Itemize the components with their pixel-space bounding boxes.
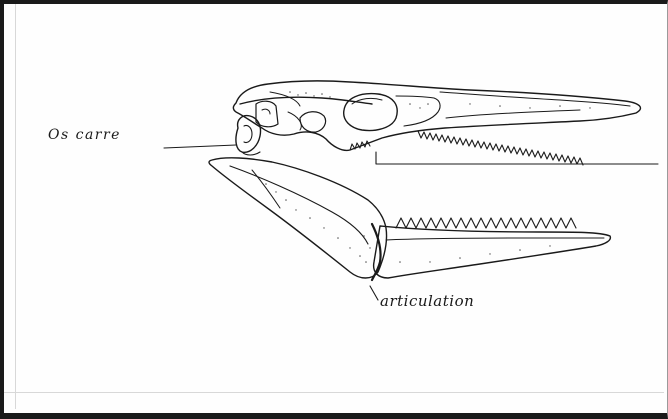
upper-teeth (350, 131, 583, 165)
articulation-leader-line (370, 286, 378, 300)
quadrate-label: Os carre (48, 127, 121, 143)
stipple-shading (265, 91, 591, 263)
orbit-outline (344, 94, 398, 131)
articulation-label: articulation (380, 292, 474, 310)
leader-lines (164, 145, 658, 300)
lower-teeth (396, 218, 576, 228)
quadrate-leader-line (164, 145, 236, 148)
skull-upper (233, 81, 640, 150)
quadrate-bone (236, 116, 261, 155)
temporal-opening (300, 112, 326, 132)
